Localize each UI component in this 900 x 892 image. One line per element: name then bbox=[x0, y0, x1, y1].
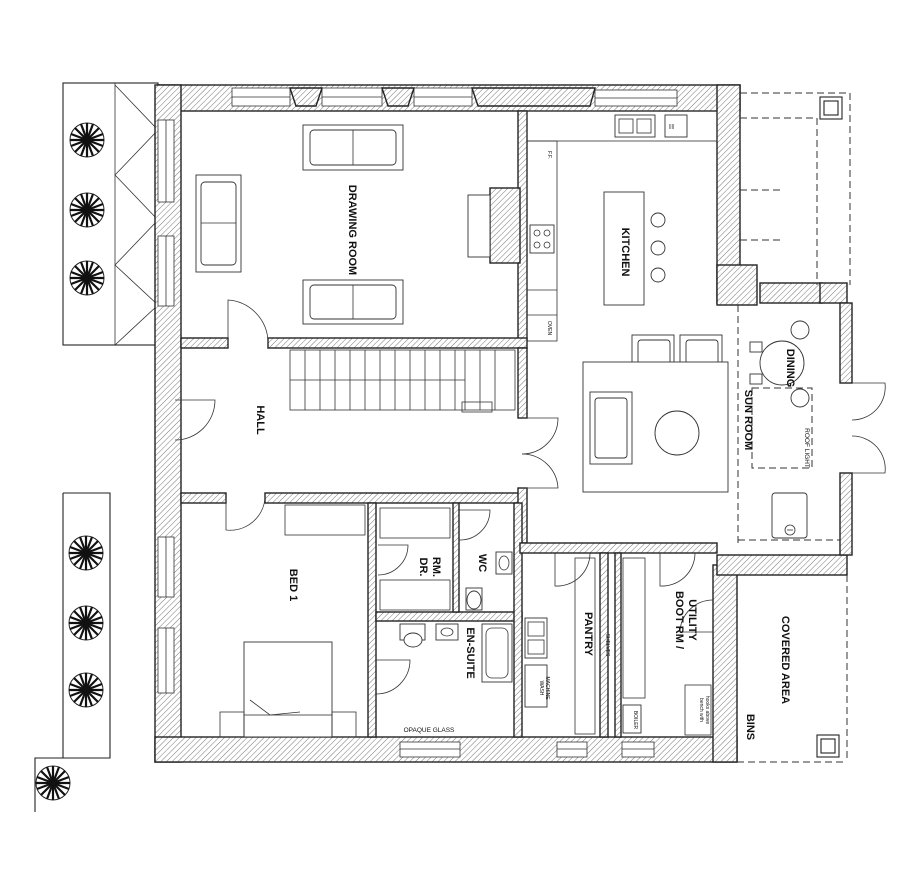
shelves bbox=[574, 557, 596, 735]
basin-icon bbox=[435, 623, 459, 641]
door bbox=[377, 544, 409, 576]
shelves-label: SHELVES bbox=[604, 634, 610, 657]
shrub-icon bbox=[68, 605, 104, 641]
column-icon bbox=[816, 734, 840, 758]
bins-label: BINS bbox=[744, 714, 756, 740]
dining-table bbox=[749, 320, 810, 408]
roof-light-label: ROOF LIGHT bbox=[803, 428, 810, 468]
sun-room-outline bbox=[737, 92, 853, 556]
kitchen-label: KITCHEN bbox=[619, 228, 631, 277]
hall-label: HALL bbox=[254, 405, 266, 435]
door bbox=[174, 399, 216, 441]
shrub-icon bbox=[68, 672, 104, 708]
shrub-icon bbox=[68, 535, 104, 571]
coffee-table bbox=[654, 410, 700, 456]
sofa bbox=[302, 279, 404, 325]
sofa bbox=[302, 124, 404, 171]
washing-machine-icon bbox=[524, 664, 548, 708]
en-suite-label: EN-SUITE bbox=[464, 627, 476, 678]
washing-line-icon bbox=[771, 492, 808, 539]
internal-walls bbox=[180, 110, 848, 738]
sofa bbox=[589, 391, 633, 465]
bench-label: bench withhooks above bbox=[698, 696, 710, 725]
window bbox=[399, 741, 461, 758]
wardrobe bbox=[284, 504, 366, 536]
window bbox=[157, 235, 175, 307]
dishwasher-icon: |||| bbox=[664, 114, 688, 138]
window bbox=[321, 87, 383, 107]
toilet-icon bbox=[465, 587, 483, 611]
column-icon bbox=[819, 96, 843, 120]
dr-rm-label: DR.RM. bbox=[417, 557, 442, 577]
shrub-icon bbox=[69, 260, 105, 296]
bench bbox=[684, 684, 712, 736]
window bbox=[621, 741, 655, 758]
covered-area-label: COVERED AREA bbox=[779, 616, 791, 704]
kitchen-island bbox=[603, 191, 645, 306]
sun-room-label: SUN ROOM bbox=[742, 390, 754, 451]
kitchen-counter bbox=[526, 110, 718, 342]
svg-text:||||: |||| bbox=[669, 124, 674, 130]
hob-icon bbox=[529, 224, 555, 254]
shrub-icon bbox=[69, 192, 105, 228]
door bbox=[225, 497, 266, 531]
window bbox=[231, 87, 291, 107]
opaque-glass-label: OPAQUE GLASS bbox=[404, 727, 455, 734]
boiler-label: BOILER bbox=[632, 711, 638, 730]
window bbox=[157, 119, 175, 203]
window bbox=[556, 741, 588, 758]
sofa bbox=[195, 174, 242, 273]
toilet-icon bbox=[399, 623, 426, 648]
sink-icon bbox=[524, 617, 548, 659]
door bbox=[679, 599, 714, 633]
door bbox=[554, 552, 591, 587]
garden-strip-bottom bbox=[34, 492, 111, 812]
door bbox=[659, 552, 696, 587]
shrub-icon bbox=[69, 122, 105, 158]
shelves bbox=[622, 557, 646, 699]
bath-icon bbox=[481, 623, 513, 683]
window bbox=[157, 627, 175, 694]
bed bbox=[219, 641, 357, 738]
stool bbox=[650, 212, 666, 283]
boot-room-label: BOOT RM /UTILITY bbox=[673, 591, 698, 649]
wash-machine-label: WASHMACHINE bbox=[538, 676, 550, 700]
shrub-icon bbox=[35, 765, 71, 801]
door bbox=[851, 382, 886, 474]
drawing-room-label: DRAWING ROOM bbox=[346, 185, 358, 275]
staircase bbox=[289, 349, 516, 413]
window bbox=[413, 87, 473, 107]
oven-label: OVEN bbox=[546, 321, 552, 336]
door bbox=[227, 299, 269, 344]
ff-label: F.F. bbox=[546, 151, 552, 159]
window bbox=[157, 536, 175, 598]
pantry-label: PANTRY bbox=[582, 612, 594, 657]
door bbox=[458, 509, 491, 541]
dining-label: DINING bbox=[784, 349, 796, 388]
door bbox=[375, 659, 411, 695]
door bbox=[521, 417, 559, 489]
boiler-icon bbox=[622, 704, 642, 734]
basin-icon bbox=[495, 551, 513, 575]
bed-1-label: BED 1 bbox=[287, 569, 299, 601]
sink-icon bbox=[614, 114, 656, 138]
wc-label: WC bbox=[476, 554, 488, 572]
covered-area-outline bbox=[737, 575, 848, 763]
window bbox=[594, 89, 678, 107]
wardrobe bbox=[379, 507, 451, 611]
